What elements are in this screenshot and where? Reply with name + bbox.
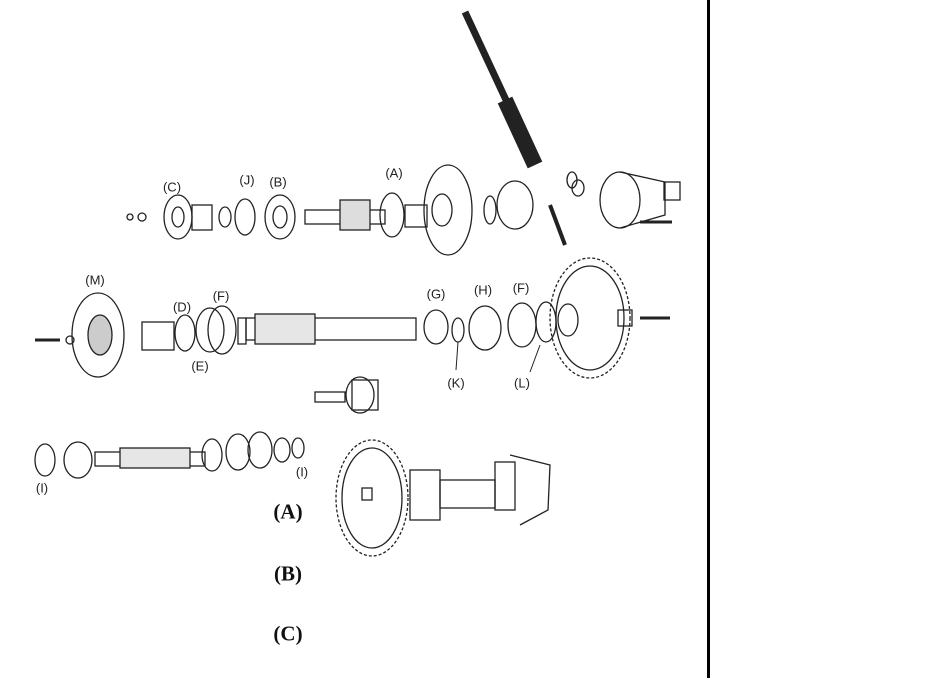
main-shaft-assembly xyxy=(35,257,670,379)
idler-gear xyxy=(314,376,379,414)
label-h: (H) xyxy=(473,282,493,298)
label-f-left: (F) xyxy=(212,288,230,304)
label-k: (K) xyxy=(447,375,465,391)
label-f-right: (F) xyxy=(512,280,530,296)
upper-shaft-assembly xyxy=(126,164,681,256)
option-c: (C) xyxy=(273,621,303,646)
label-e: (E) xyxy=(191,358,209,374)
label-a-top: (A) xyxy=(385,165,403,181)
label-i-left: (I) xyxy=(35,480,49,496)
label-m: (M) xyxy=(85,272,105,288)
option-a: (A) xyxy=(273,499,303,524)
label-i-right: (I) xyxy=(295,464,309,480)
label-g: (G) xyxy=(426,286,446,302)
label-c-top: (C) xyxy=(162,179,182,195)
label-j: (J) xyxy=(239,172,255,188)
vertical-divider xyxy=(707,0,710,678)
option-b: (B) xyxy=(274,561,302,586)
label-l: (L) xyxy=(514,375,530,391)
label-d: (D) xyxy=(172,299,192,315)
pinion-shaft xyxy=(461,10,578,246)
countershaft-assembly xyxy=(34,431,551,557)
label-b-top: (B) xyxy=(269,174,287,190)
